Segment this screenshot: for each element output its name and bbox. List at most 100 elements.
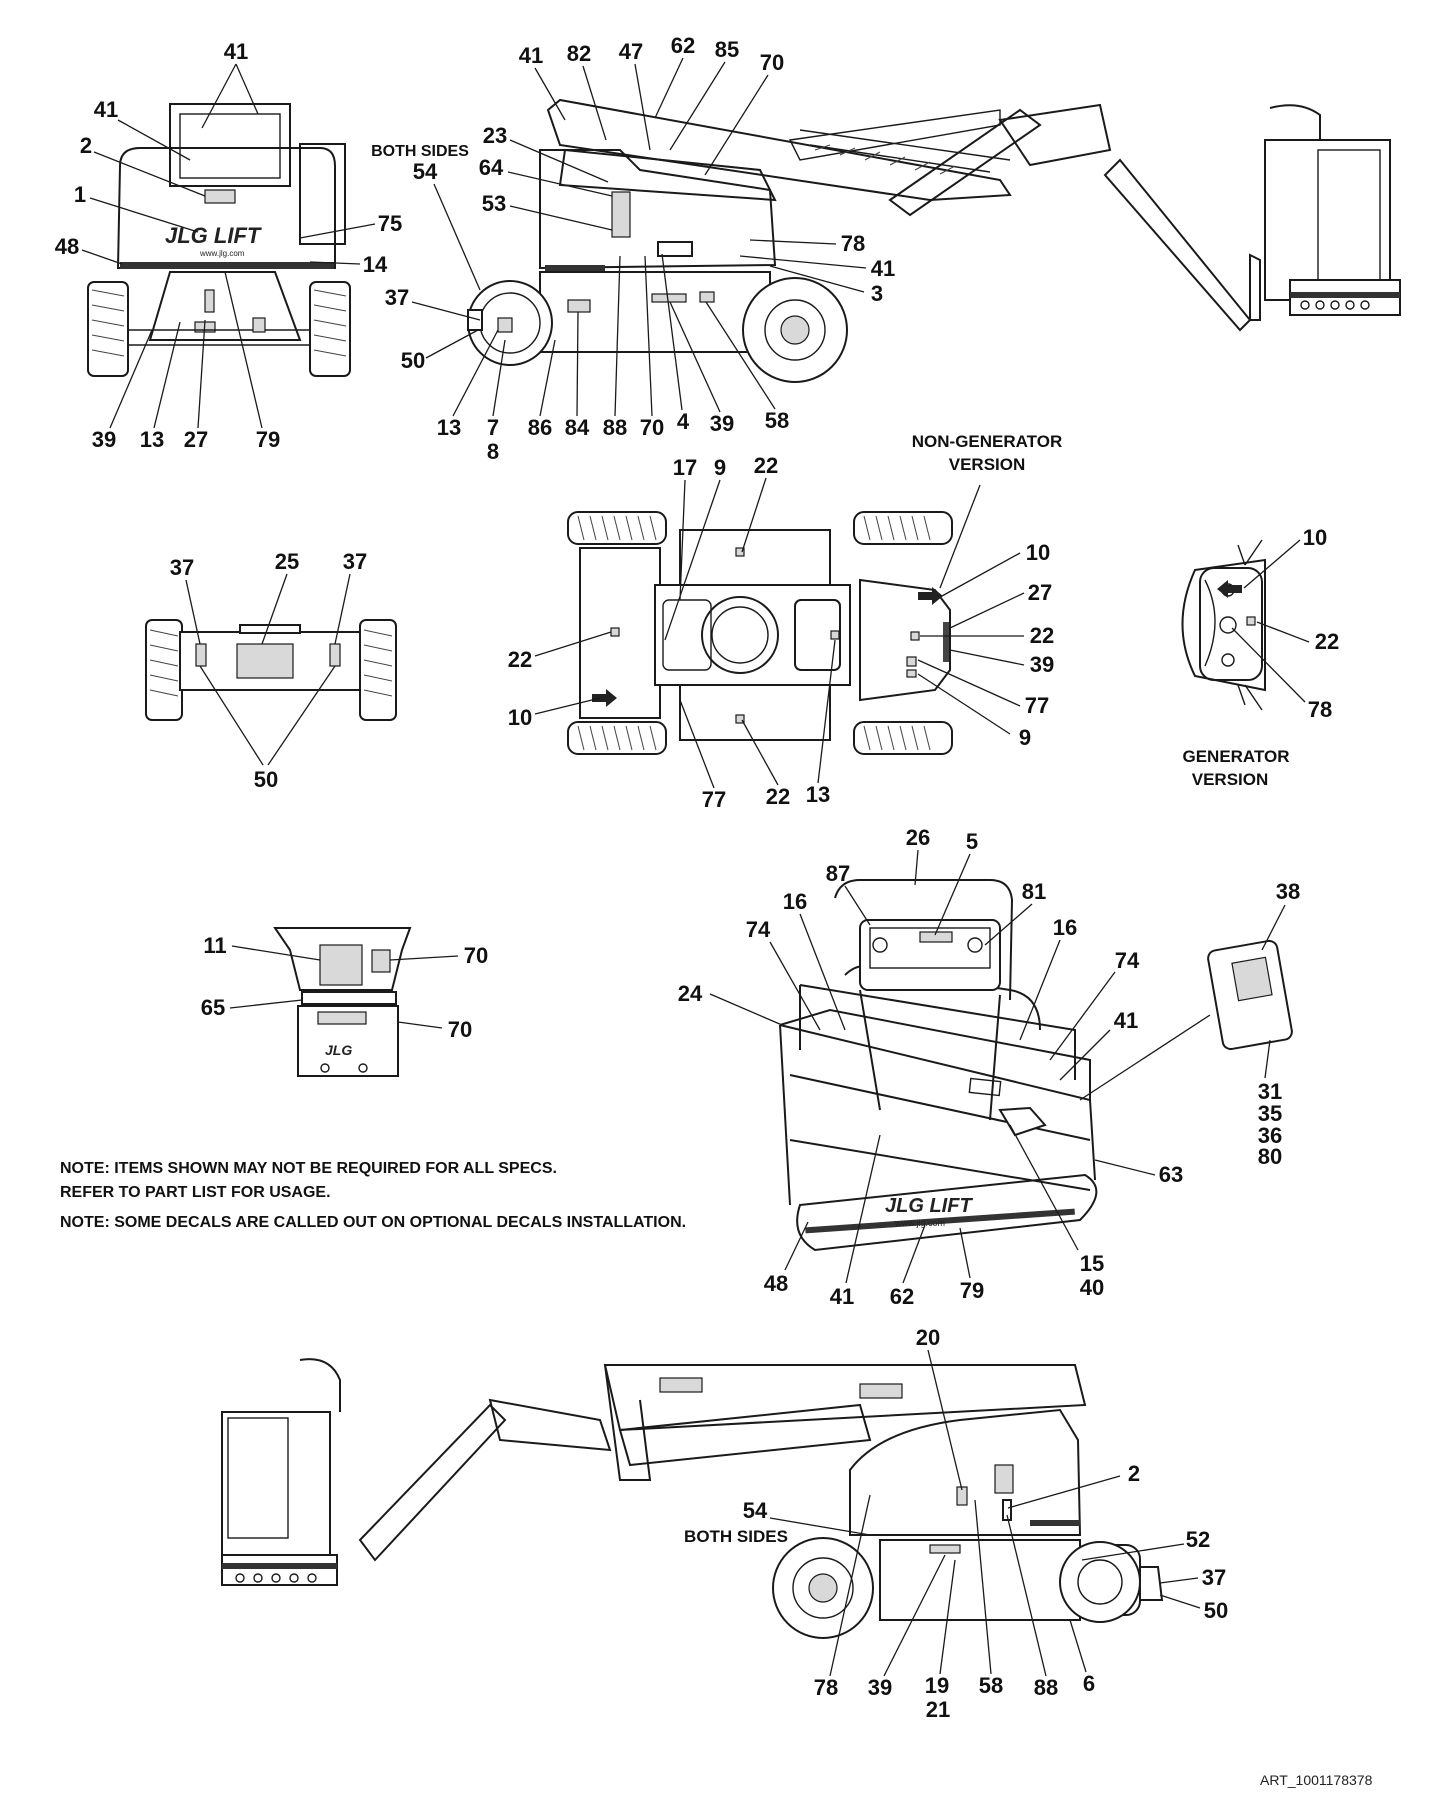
front-website-text: www.jlg.com <box>199 249 245 258</box>
callout-sd-7: 7 <box>486 415 500 440</box>
callout-sd-86: 86 <box>527 415 553 440</box>
callout-pf-41b: 41 <box>829 1284 855 1309</box>
both-sides-label-top: BOTH SIDES <box>371 143 469 160</box>
callout-sd-3: 3 <box>870 281 884 306</box>
callout-sd-64: 64 <box>478 155 504 180</box>
callout-bs-2: 2 <box>1127 1461 1141 1486</box>
callout-pf-16b: 16 <box>1052 915 1078 940</box>
callout-pf-62: 62 <box>889 1284 915 1309</box>
non-generator-label-2: VERSION <box>948 455 1026 474</box>
callout-cb-70a: 70 <box>463 943 489 968</box>
callout-bs-19: 19 <box>924 1673 950 1698</box>
rear-view-leaders <box>185 573 351 766</box>
callout-cb-70b: 70 <box>447 1017 473 1042</box>
callout-bs-20: 20 <box>915 1325 941 1350</box>
callout-pf-79: 79 <box>959 1278 985 1303</box>
callout-pf-24: 24 <box>677 981 703 1006</box>
platform-brand-text: JLG LIFT <box>885 1195 973 1217</box>
callout-pf-15: 15 <box>1079 1251 1105 1276</box>
callout-tp-10b: 10 <box>1025 540 1051 565</box>
callout-sd-54: 54 <box>412 159 438 184</box>
callout-tp-22a: 22 <box>753 453 779 478</box>
bottom-side-view-machine <box>221 1358 1164 1639</box>
control-box-leaders <box>229 945 459 1029</box>
generator-label-2: VERSION <box>1191 770 1269 789</box>
callout-tf-75: 75 <box>377 211 403 236</box>
callout-tf-41a: 41 <box>223 39 249 64</box>
callout-pf-31: 31 <box>1257 1079 1283 1104</box>
callout-pf-35: 35 <box>1257 1101 1283 1126</box>
callout-tf-41b: 41 <box>93 97 119 122</box>
callout-cb-11: 11 <box>203 933 227 958</box>
callout-sd-47: 47 <box>618 39 644 64</box>
callout-cb-65: 65 <box>200 995 226 1020</box>
platform-view-leaders <box>709 849 1286 1284</box>
control-box-view: JLG <box>273 927 412 1077</box>
callout-tp-13: 13 <box>805 782 831 807</box>
callout-sd-84: 84 <box>564 415 590 440</box>
bottom-side-view-leaders <box>769 1349 1201 1677</box>
callout-sd-58: 58 <box>764 408 790 433</box>
callout-pf-5: 5 <box>965 829 979 854</box>
callout-sd-70a: 70 <box>759 50 785 75</box>
front-view-machine: JLG LIFT www.jlg.com <box>87 103 351 377</box>
callout-sd-41: 41 <box>518 43 544 68</box>
callout-tp-9b: 9 <box>1018 725 1032 750</box>
generator-view-leaders <box>1231 539 1310 703</box>
platform-website-text: www.jlg.com <box>894 1218 945 1228</box>
callout-pf-80: 80 <box>1257 1144 1283 1169</box>
art-id: ART_1001178378 <box>1260 1772 1373 1788</box>
callout-tp-39: 39 <box>1029 652 1055 677</box>
callout-bs-78: 78 <box>813 1675 839 1700</box>
callout-sd-85: 85 <box>714 37 740 62</box>
note-1-line-2: REFER TO PART LIST FOR USAGE. <box>60 1184 331 1201</box>
rear-view-machine <box>145 619 397 721</box>
platform-view: JLG LIFT www.jlg.com <box>779 879 1293 1252</box>
generator-view <box>1181 539 1266 711</box>
callout-pf-16a: 16 <box>782 889 808 914</box>
callout-tp-17: 17 <box>672 455 698 480</box>
callout-pf-40: 40 <box>1079 1275 1105 1300</box>
callout-bs-52: 52 <box>1185 1527 1211 1552</box>
callout-tp-22d: 22 <box>1029 623 1055 648</box>
callout-tf-39: 39 <box>91 427 117 452</box>
callout-bs-58: 58 <box>978 1673 1004 1698</box>
callout-pf-36: 36 <box>1257 1123 1283 1148</box>
callout-bs-21: 21 <box>925 1697 951 1722</box>
callout-pf-38: 38 <box>1275 879 1301 904</box>
callout-tf-13: 13 <box>139 427 165 452</box>
callout-gv-78: 78 <box>1307 697 1333 722</box>
callout-tp-27: 27 <box>1027 580 1053 605</box>
control-box-brand-text: JLG <box>325 1042 352 1058</box>
callout-rv-25: 25 <box>274 549 300 574</box>
callout-tp-10a: 10 <box>507 705 533 730</box>
callout-bs-54: 54 <box>742 1498 768 1523</box>
callout-tp-9a: 9 <box>713 455 727 480</box>
callout-pf-87: 87 <box>825 861 851 886</box>
callout-pf-74b: 74 <box>1114 948 1140 973</box>
callout-pf-74a: 74 <box>745 917 771 942</box>
note-2: NOTE: SOME DECALS ARE CALLED OUT ON OPTI… <box>60 1214 687 1231</box>
callout-sd-41b: 41 <box>870 256 896 281</box>
callout-pf-81: 81 <box>1021 879 1047 904</box>
callout-tf-79: 79 <box>255 427 281 452</box>
callout-bs-6: 6 <box>1082 1671 1096 1696</box>
callout-rv-37b: 37 <box>342 549 368 574</box>
callout-sd-37: 37 <box>384 285 410 310</box>
callout-tf-14: 14 <box>362 252 388 277</box>
callout-bs-88: 88 <box>1033 1675 1059 1700</box>
callout-sd-70b: 70 <box>639 415 665 440</box>
callout-bs-39: 39 <box>867 1675 893 1700</box>
callout-bs-50: 50 <box>1203 1598 1229 1623</box>
callout-sd-8: 8 <box>486 439 500 464</box>
side-view-leaders <box>411 57 867 417</box>
front-view-leaders <box>81 63 376 429</box>
callout-sd-62: 62 <box>670 33 696 58</box>
callout-sd-23: 23 <box>482 123 508 148</box>
generator-label-1: GENERATOR <box>1182 747 1290 766</box>
callout-tf-1: 1 <box>73 182 87 207</box>
note-1-line-1: NOTE: ITEMS SHOWN MAY NOT BE REQUIRED FO… <box>60 1160 557 1177</box>
callout-pf-41a: 41 <box>1113 1008 1139 1033</box>
callout-pf-63: 63 <box>1158 1162 1184 1187</box>
